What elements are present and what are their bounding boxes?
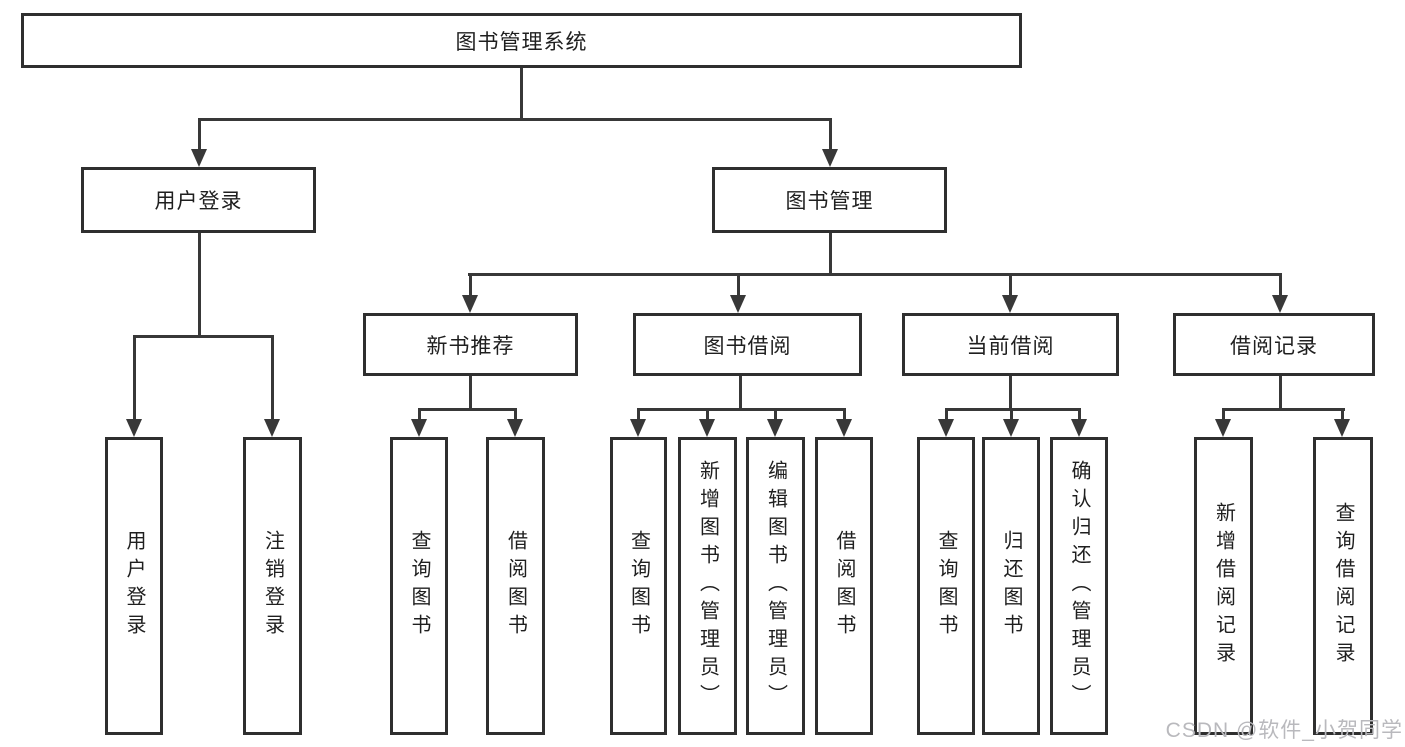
leaf-return-book-label: 归还图书 (1000, 530, 1022, 642)
connector-rail (468, 273, 1282, 276)
connector-stem (637, 408, 640, 420)
connector-stem (739, 376, 742, 408)
node-current-borrow-label: 当前借阅 (966, 334, 1055, 358)
arrow-down-icon (191, 149, 207, 167)
leaf-query-books-current-label: 查询图书 (935, 530, 957, 642)
node-new-book-recommend-label: 新书推荐 (426, 334, 515, 358)
arrow-down-icon (1071, 419, 1087, 437)
connector-stem (1009, 376, 1012, 408)
connector-root-rail (198, 118, 832, 121)
leaf-add-book-admin-label: 新增图书（管理员） (696, 460, 719, 712)
node-library-system-label: 图书管理系统 (455, 30, 588, 54)
leaf-add-book-admin: 新增图书（管理员） (678, 437, 737, 735)
leaf-logout: 注销登录 (243, 437, 302, 735)
node-current-borrow: 当前借阅 (902, 313, 1119, 376)
leaf-borrow-books-label: 借阅图书 (833, 530, 855, 642)
leaf-query-books-recommend: 查询图书 (390, 437, 448, 735)
arrow-down-icon (730, 295, 746, 313)
node-book-borrow-label: 图书借阅 (703, 334, 792, 358)
connector-stem (945, 408, 948, 420)
leaf-query-books-borrow-label: 查询图书 (627, 530, 650, 642)
connector-stem (1078, 408, 1081, 420)
leaf-query-borrow-record-label: 查询借阅记录 (1332, 502, 1354, 670)
arrow-down-icon (836, 419, 852, 437)
leaf-logout-label: 注销登录 (261, 530, 284, 642)
arrow-down-icon (1215, 419, 1231, 437)
node-book-management-label: 图书管理 (785, 190, 874, 213)
connector-rail (637, 408, 846, 411)
connector-stem (198, 233, 201, 335)
leaf-user-login-label: 用户登录 (123, 530, 145, 642)
arrow-down-icon (1003, 419, 1019, 437)
leaf-add-borrow-record: 新增借阅记录 (1194, 437, 1253, 735)
arrow-down-icon (264, 419, 280, 437)
leaf-borrow-books: 借阅图书 (815, 437, 873, 735)
node-new-book-recommend: 新书推荐 (363, 313, 578, 376)
connector-stem (829, 233, 832, 273)
connector-stem (469, 273, 472, 296)
node-book-management: 图书管理 (712, 167, 947, 233)
connector-stem (514, 408, 517, 420)
connector-stem (1279, 273, 1282, 296)
connector-stem (774, 408, 777, 420)
connector-stem (737, 273, 740, 296)
arrow-down-icon (507, 419, 523, 437)
arrow-down-icon (822, 149, 838, 167)
arrow-down-icon (411, 419, 427, 437)
connector-stem (418, 408, 421, 420)
node-user-login-label: 用户登录 (154, 190, 243, 213)
connector-rail (133, 335, 274, 338)
connector-stem (829, 118, 832, 151)
connector-stem (1279, 376, 1282, 408)
leaf-edit-book-admin-label: 编辑图书（管理员） (764, 460, 787, 712)
arrow-down-icon (1272, 295, 1288, 313)
csdn-watermark: CSDN @软件_小贺同学 (1165, 719, 1403, 742)
connector-stem (469, 376, 472, 408)
node-borrow-records: 借阅记录 (1173, 313, 1375, 376)
connector-root-stem (520, 68, 523, 118)
connector-stem (1010, 408, 1013, 420)
arrow-down-icon (462, 295, 478, 313)
connector-stem (1341, 408, 1344, 420)
arrow-down-icon (126, 419, 142, 437)
leaf-add-borrow-record-label: 新增借阅记录 (1212, 502, 1235, 670)
leaf-query-books-borrow: 查询图书 (610, 437, 667, 735)
leaf-borrow-books-recommend-label: 借阅图书 (504, 530, 527, 642)
arrow-down-icon (938, 419, 954, 437)
connector-stem (706, 408, 709, 420)
connector-stem (1009, 273, 1012, 296)
connector-stem (198, 118, 201, 151)
leaf-borrow-books-recommend: 借阅图书 (486, 437, 545, 735)
connector-rail (945, 408, 1081, 411)
connector-stem (1222, 408, 1225, 420)
node-book-borrow: 图书借阅 (633, 313, 862, 376)
leaf-confirm-return-admin: 确认归还（管理员） (1050, 437, 1108, 735)
arrow-down-icon (630, 419, 646, 437)
leaf-query-books-current: 查询图书 (917, 437, 975, 735)
leaf-user-login: 用户登录 (105, 437, 163, 735)
arrow-down-icon (699, 419, 715, 437)
node-borrow-records-label: 借阅记录 (1230, 334, 1318, 358)
connector-rail (418, 408, 517, 411)
connector-stem (133, 335, 136, 420)
leaf-query-borrow-record: 查询借阅记录 (1313, 437, 1373, 735)
leaf-confirm-return-admin-label: 确认归还（管理员） (1068, 460, 1090, 712)
leaf-return-book: 归还图书 (982, 437, 1040, 735)
leaf-query-books-recommend-label: 查询图书 (408, 530, 430, 642)
connector-stem (843, 408, 846, 420)
connector-rail (1222, 408, 1345, 411)
connector-stem (271, 335, 274, 420)
node-user-login: 用户登录 (81, 167, 316, 233)
node-library-system: 图书管理系统 (21, 13, 1022, 68)
leaf-edit-book-admin: 编辑图书（管理员） (746, 437, 805, 735)
arrow-down-icon (1334, 419, 1350, 437)
arrow-down-icon (767, 419, 783, 437)
arrow-down-icon (1002, 295, 1018, 313)
